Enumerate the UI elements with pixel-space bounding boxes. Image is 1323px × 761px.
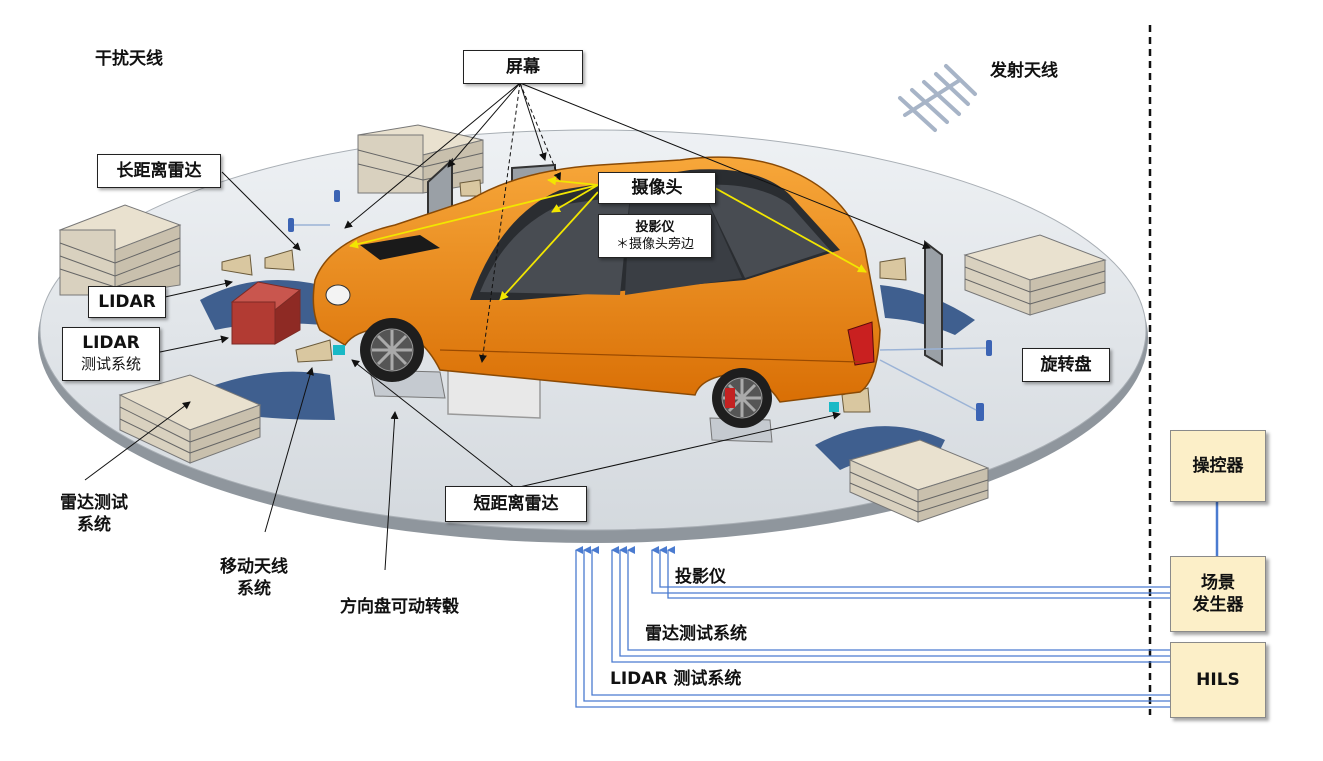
callout-lines — [84, 82, 931, 571]
signal-lines — [575, 500, 1219, 708]
projector-title: 投影仪 — [635, 220, 675, 235]
hils-box: HILS — [1170, 642, 1266, 718]
lidar-label-box: LIDAR — [88, 286, 166, 318]
scene-generator-line2: 发生器 — [1192, 595, 1244, 615]
short-range-radar-label-box: 短距离雷达 — [445, 486, 587, 522]
scene-generator-box: 场景 发生器 — [1170, 556, 1266, 632]
horn-antennas — [221, 179, 907, 413]
lidar-test-line2: 测试系统 — [80, 355, 141, 373]
long-range-radar-label-box: 长距离雷达 — [97, 154, 221, 188]
interference-antenna-label: 干扰天线 — [95, 49, 163, 69]
projector-label-box: 投影仪 ＊摄像头旁边 — [598, 214, 712, 258]
camera-arrows — [349, 176, 867, 301]
posts — [288, 190, 992, 421]
screen-label-box: 屏幕 — [463, 50, 583, 84]
mobile-antenna-line2: 系统 — [237, 579, 271, 599]
lidar-test-system-label-box: LIDAR 测试系统 — [62, 327, 160, 381]
camera-label-box: 摄像头 — [598, 172, 716, 204]
radar-test-line1: 雷达测试 — [60, 493, 128, 513]
sensor-leads — [294, 224, 987, 411]
transmit-antenna-graphic — [898, 64, 977, 132]
radar-test-line2: 系统 — [77, 515, 111, 535]
signal-projector-label: 投影仪 — [675, 567, 726, 587]
mobile-antenna-line1: 移动天线 — [220, 557, 288, 577]
lidar-test-line1: LIDAR — [82, 333, 140, 353]
signal-radar-test-label: 雷达测试系统 — [645, 624, 747, 644]
radar-test-system-label: 雷达测试 系统 — [60, 492, 128, 536]
steering-hub-label: 方向盘可动转毂 — [340, 597, 459, 617]
wheels — [360, 318, 772, 428]
mobile-antenna-label: 移动天线 系统 — [220, 556, 288, 600]
scene-generator-line1: 场景 — [1201, 573, 1235, 593]
car — [312, 156, 881, 403]
controller-box: 操控器 — [1170, 430, 1266, 502]
signal-lidar-test-label: LIDAR 测试系统 — [610, 669, 742, 689]
sensors — [333, 345, 839, 412]
transmit-antenna-label: 发射天线 — [990, 61, 1058, 81]
projector-note: ＊摄像头旁边 — [615, 237, 694, 252]
lidar-box-graphic — [230, 281, 302, 345]
turntable-label-box: 旋转盘 — [1022, 348, 1110, 382]
